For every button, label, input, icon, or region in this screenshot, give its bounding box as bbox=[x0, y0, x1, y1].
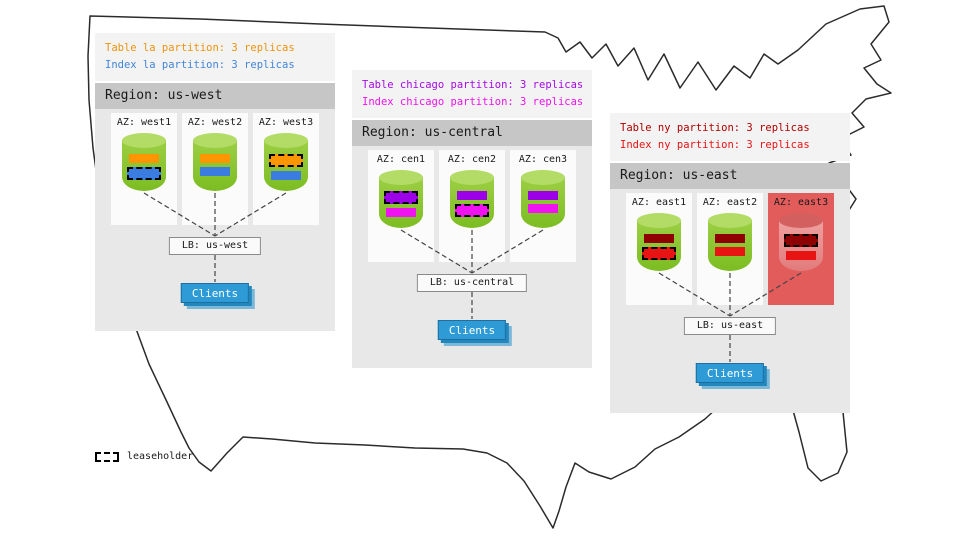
table-replica-bar bbox=[129, 154, 159, 163]
az-row: AZ: west1 AZ: west2 bbox=[111, 113, 319, 225]
replica-bars bbox=[637, 232, 681, 262]
index-partition-note: Index ny partition: 3 replicas bbox=[620, 139, 810, 151]
cylinder-top bbox=[193, 133, 237, 148]
region-title: Region: us-west bbox=[95, 83, 335, 109]
az-row: AZ: east1 AZ: east2 bbox=[626, 193, 834, 305]
table-replica-leaseholder-bar bbox=[384, 191, 418, 204]
table-replica-bar bbox=[644, 234, 674, 243]
db-node-cylinder bbox=[779, 213, 823, 271]
index-replica-leaseholder-bar bbox=[455, 204, 489, 217]
index-replica-bar bbox=[200, 167, 230, 176]
az-label: AZ: cen2 bbox=[447, 154, 497, 165]
az-cen1: AZ: cen1 bbox=[368, 150, 434, 262]
load-balancer-us-central: LB: us-central bbox=[416, 274, 528, 292]
az-east3-down: AZ: east3 bbox=[768, 193, 834, 305]
replica-bars bbox=[708, 232, 752, 258]
load-balancer-us-east: LB: us-east bbox=[683, 317, 777, 335]
load-balancer-us-west: LB: us-west bbox=[168, 237, 262, 255]
region-us-west: Region: us-west AZ: west1 AZ: west2 bbox=[95, 83, 335, 331]
table-replica-bar bbox=[715, 234, 745, 243]
annotation-us-central: Table chicago partition: 3 replicas Inde… bbox=[352, 70, 592, 118]
cylinder-top bbox=[122, 133, 166, 148]
table-partition-note: Table la partition: 3 replicas bbox=[105, 42, 295, 54]
db-node-cylinder bbox=[193, 133, 237, 191]
index-replica-bar bbox=[528, 204, 558, 213]
cylinder-top bbox=[521, 170, 565, 185]
table-partition-note: Table chicago partition: 3 replicas bbox=[362, 79, 584, 91]
cylinder-top bbox=[450, 170, 494, 185]
az-label: AZ: west3 bbox=[258, 117, 314, 128]
region-us-central: Region: us-central AZ: cen1 AZ: cen2 bbox=[352, 120, 592, 368]
az-cen2: AZ: cen2 bbox=[439, 150, 505, 262]
cylinder-body bbox=[122, 140, 166, 191]
db-node-cylinder bbox=[450, 170, 494, 228]
leaseholder-swatch-icon bbox=[95, 451, 119, 462]
table-replica-leaseholder-bar bbox=[269, 154, 303, 167]
db-node-cylinder bbox=[708, 213, 752, 271]
replica-bars bbox=[450, 189, 494, 219]
cylinder-top bbox=[779, 213, 823, 228]
cylinder-top bbox=[708, 213, 752, 228]
region-us-east: Region: us-east AZ: east1 AZ: east2 bbox=[610, 163, 850, 413]
replica-bars bbox=[379, 189, 423, 219]
table-replica-leaseholder-bar bbox=[784, 234, 818, 247]
cylinder-body bbox=[708, 220, 752, 271]
table-partition-note: Table ny partition: 3 replicas bbox=[620, 122, 810, 134]
db-node-cylinder bbox=[379, 170, 423, 228]
annotation-us-west: Table la partition: 3 replicas Index la … bbox=[95, 33, 335, 81]
clients-us-central: Clients bbox=[437, 320, 507, 340]
legend: leaseholder bbox=[95, 451, 193, 462]
replica-bars bbox=[779, 232, 823, 262]
db-node-cylinder bbox=[122, 133, 166, 191]
az-west1: AZ: west1 bbox=[111, 113, 177, 225]
region-title: Region: us-east bbox=[610, 163, 850, 189]
db-node-cylinder bbox=[521, 170, 565, 228]
legend-label: leaseholder bbox=[127, 451, 194, 462]
index-partition-note: Index chicago partition: 3 replicas bbox=[362, 96, 584, 108]
db-node-cylinder bbox=[264, 133, 308, 191]
az-label: AZ: west2 bbox=[187, 117, 243, 128]
table-replica-bar bbox=[457, 191, 487, 200]
cylinder-top bbox=[637, 213, 681, 228]
cylinder-body bbox=[637, 220, 681, 271]
az-label: AZ: cen1 bbox=[376, 154, 426, 165]
clients-us-east: Clients bbox=[695, 363, 765, 383]
cylinder-body bbox=[450, 177, 494, 228]
az-row: AZ: cen1 AZ: cen2 bbox=[368, 150, 576, 262]
region-title: Region: us-central bbox=[352, 120, 592, 146]
az-label: AZ: west1 bbox=[116, 117, 172, 128]
index-partition-note: Index la partition: 3 replicas bbox=[105, 59, 295, 71]
az-label: AZ: east3 bbox=[773, 197, 829, 208]
cylinder-top bbox=[379, 170, 423, 185]
az-west3: AZ: west3 bbox=[253, 113, 319, 225]
az-label: AZ: east1 bbox=[631, 197, 687, 208]
cylinder-body bbox=[193, 140, 237, 191]
replica-bars bbox=[122, 152, 166, 182]
az-east1: AZ: east1 bbox=[626, 193, 692, 305]
index-replica-leaseholder-bar bbox=[127, 167, 161, 180]
cylinder-top bbox=[264, 133, 308, 148]
clients-us-west: Clients bbox=[180, 283, 250, 303]
replica-bars bbox=[193, 152, 237, 178]
cylinder-body bbox=[521, 177, 565, 228]
replica-bars bbox=[264, 152, 308, 182]
annotation-us-east: Table ny partition: 3 replicas Index ny … bbox=[610, 113, 850, 161]
db-node-cylinder bbox=[637, 213, 681, 271]
index-replica-bar bbox=[271, 171, 301, 180]
table-replica-bar bbox=[200, 154, 230, 163]
az-label: AZ: east2 bbox=[702, 197, 758, 208]
az-west2: AZ: west2 bbox=[182, 113, 248, 225]
replica-bars bbox=[521, 189, 565, 215]
index-replica-bar bbox=[715, 247, 745, 256]
az-cen3: AZ: cen3 bbox=[510, 150, 576, 262]
index-replica-leaseholder-bar bbox=[642, 247, 676, 260]
table-replica-bar bbox=[528, 191, 558, 200]
az-east2: AZ: east2 bbox=[697, 193, 763, 305]
index-replica-bar bbox=[786, 251, 816, 260]
az-label: AZ: cen3 bbox=[518, 154, 568, 165]
index-replica-bar bbox=[386, 208, 416, 217]
